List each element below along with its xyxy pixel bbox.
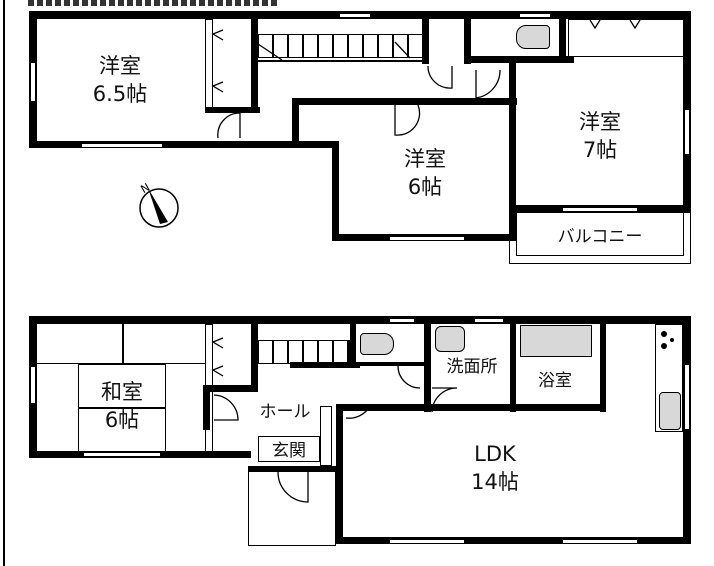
room-size: 6帖 — [407, 175, 443, 199]
room-label-washroom: 洗面所 — [446, 357, 498, 377]
window — [84, 452, 160, 457]
wall — [356, 362, 431, 366]
window — [390, 539, 464, 544]
bathtub-icon — [520, 325, 592, 357]
room-label-western-6: 洋室 6帖 — [385, 145, 465, 201]
window — [520, 13, 550, 18]
room-label-ldk: LDK 14帖 — [455, 440, 535, 496]
wall — [422, 19, 429, 64]
window — [390, 236, 464, 241]
entrance-step — [258, 436, 320, 462]
wall — [292, 98, 299, 148]
tatami — [37, 324, 205, 364]
room-name: 洋室 — [404, 147, 446, 171]
balcony-inner — [516, 212, 684, 256]
staircase — [258, 34, 428, 58]
wall — [203, 385, 210, 430]
wall — [29, 141, 339, 148]
room-name: 洋室 — [579, 110, 621, 134]
room-label-entrance: 玄関 — [272, 441, 306, 461]
room-name: 和室 — [101, 380, 143, 404]
window — [390, 318, 414, 323]
wall — [683, 316, 691, 544]
toilet-icon — [516, 25, 550, 49]
wall — [251, 324, 258, 392]
room-label-hall: ホール — [259, 402, 311, 422]
wall — [29, 316, 691, 324]
wall — [336, 537, 691, 544]
wall — [464, 56, 574, 63]
room-size: 7帖 — [582, 138, 618, 162]
wall — [336, 404, 343, 544]
window — [684, 110, 690, 154]
kitchen-counter — [655, 324, 683, 432]
tatami — [122, 324, 124, 364]
wall — [350, 324, 356, 366]
window — [563, 539, 637, 544]
compass-icon: N — [135, 178, 181, 228]
wall — [290, 362, 360, 368]
room-label-bathroom: 浴室 — [538, 371, 572, 391]
wall — [464, 19, 471, 64]
wall — [559, 19, 566, 63]
page-frame-left — [3, 0, 5, 566]
wall — [203, 385, 258, 392]
wall — [292, 98, 517, 105]
wall — [205, 107, 260, 113]
closet — [568, 19, 684, 57]
wall — [248, 466, 343, 472]
room-name: LDK — [474, 442, 516, 466]
window — [475, 318, 503, 323]
window — [340, 13, 370, 18]
window — [563, 207, 637, 212]
wall — [251, 19, 258, 113]
room-label-japanese: 和室 6帖 — [82, 378, 162, 434]
window — [684, 365, 690, 429]
wall — [600, 324, 606, 412]
window — [30, 367, 36, 403]
room-size: 6.5帖 — [92, 82, 148, 106]
entrance-porch — [248, 466, 336, 546]
staircase — [258, 340, 350, 364]
closet — [205, 19, 213, 109]
room-label-western-6.5: 洋室 6.5帖 — [80, 52, 160, 108]
tatami — [78, 407, 166, 409]
room-size: 6帖 — [104, 408, 140, 432]
header-title-cut — [28, 0, 278, 6]
wall — [424, 324, 431, 412]
wall — [258, 60, 423, 62]
wall — [510, 324, 516, 412]
washbasin-icon — [435, 326, 465, 352]
room-name: 洋室 — [99, 54, 141, 78]
wall — [332, 141, 339, 241]
stove-icon — [657, 328, 679, 354]
toilet-icon — [360, 333, 394, 355]
room-size: 14帖 — [471, 470, 519, 494]
kitchen-sink-icon — [659, 392, 681, 430]
window — [30, 63, 36, 101]
room-label-western-7: 洋室 7帖 — [560, 108, 640, 164]
wall — [336, 404, 606, 411]
shoe-cabinet — [320, 406, 332, 466]
wall — [509, 63, 516, 241]
room-label-balcony: バルコニー — [557, 227, 643, 247]
window — [82, 143, 162, 148]
